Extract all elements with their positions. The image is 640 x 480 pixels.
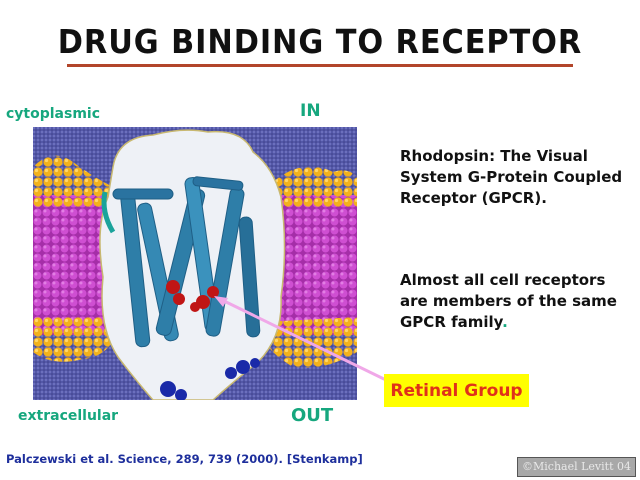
copyright-badge: ©Michael Levitt 04 bbox=[517, 457, 636, 477]
protein-membrane-illustration bbox=[33, 127, 357, 400]
extracellular-label: extracellular bbox=[18, 408, 119, 424]
cytoplasmic-label: cytoplasmic bbox=[6, 106, 101, 122]
gpcr-family-note: Almost all cell receptors are members of… bbox=[400, 270, 630, 333]
retinal-group-label: Retinal Group bbox=[390, 380, 523, 401]
teal-period: . bbox=[502, 313, 508, 331]
gpcr-family-text: Almost all cell receptors are members of… bbox=[400, 271, 617, 331]
in-label: IN bbox=[300, 101, 321, 121]
rhodopsin-description: Rhodopsin: The Visual System G-Protein C… bbox=[400, 147, 623, 207]
out-label: OUT bbox=[291, 405, 334, 426]
citation: Palczewski et al. Science, 289, 739 (200… bbox=[6, 452, 363, 466]
slide-title: DRUG BINDING TO RECEPTOR bbox=[57, 22, 583, 61]
title-underline bbox=[67, 64, 573, 67]
retinal-group-callout: Retinal Group bbox=[384, 374, 529, 407]
rhodopsin-structure-image bbox=[33, 127, 357, 400]
